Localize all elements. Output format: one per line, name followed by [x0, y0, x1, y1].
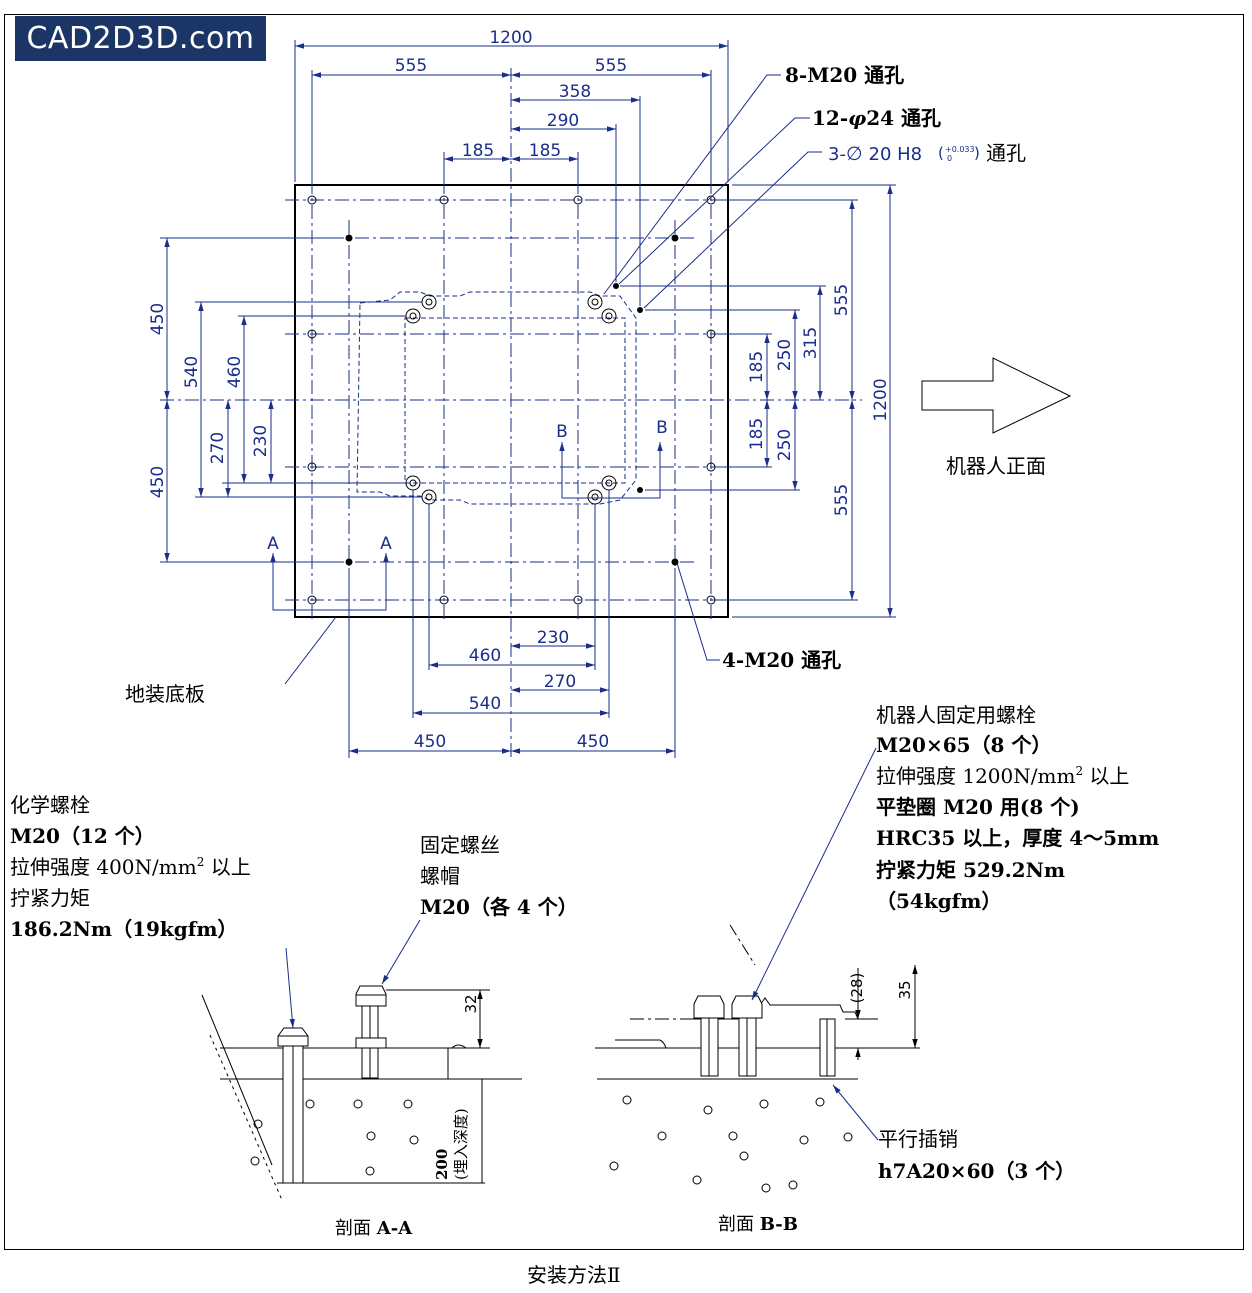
section-a-label-right: A	[380, 534, 392, 554]
drawing-frame	[4, 14, 1244, 1250]
dim-540-bottom: 540	[469, 694, 501, 714]
bolt-grid-lines	[285, 180, 735, 620]
section-a-a: 32 200 (埋入深度) 剖面 A-A	[201, 919, 522, 1239]
dim-185-right-top: 185	[747, 351, 767, 383]
h8-tol-lower: 0	[947, 154, 952, 163]
callout-8-m20-text: 8-M20 通孔	[785, 63, 904, 87]
robot-bolt-hardness: HRC35 以上，厚度 4～5mm	[876, 826, 1159, 850]
dim-555-right-top: 555	[832, 284, 852, 316]
chem-bolt-strength: 拉伸强度 400N/mm2 以上	[10, 855, 251, 879]
figure-caption: 安装方法Ⅱ	[527, 1263, 621, 1287]
anchor-holes	[307, 195, 716, 605]
chem-bolt-torque: 186.2Nm（19kgfm）	[10, 917, 238, 941]
robot-bolt-title: 机器人固定用螺栓	[876, 703, 1036, 727]
dim-460-bottom: 460	[469, 646, 501, 666]
dim-450-left-bottom: 450	[148, 466, 168, 498]
robot-bolt-torque-kgfm: （54kgfm）	[876, 889, 1001, 913]
concrete-aggregate-a	[250, 1099, 419, 1176]
robot-base-outline	[356, 291, 637, 505]
chem-bolt-note: 化学螺栓 M20（12 个） 拉伸强度 400N/mm2 以上 拧紧力矩 186…	[10, 793, 251, 941]
section-marker-a: A A	[267, 534, 392, 611]
chem-bolt-size: M20（12 个）	[10, 824, 155, 848]
callout-8-m20: 8-M20 通孔	[603, 63, 904, 295]
pin-title: 平行插销	[878, 1127, 958, 1151]
fix-screw-note: 固定螺丝 螺帽 M20（各 4 个）	[420, 833, 578, 919]
robot-bolt-note: 机器人固定用螺栓 M20×65（8 个） 拉伸强度 1200N/mm2 以上 平…	[876, 703, 1159, 913]
callout-base-plate: 地装底板	[125, 616, 337, 706]
dim-185-top-right: 185	[529, 141, 561, 161]
dim-450-bottom-left: 450	[414, 732, 446, 752]
robot-bolt-torque: 拧紧力矩 529.2Nm	[876, 858, 1065, 882]
dim-270-left: 270	[208, 432, 228, 464]
robot-bolt-strength: 拉伸强度 1200N/mm2 以上	[876, 764, 1129, 788]
dim-1200-top: 1200	[489, 28, 532, 48]
callout-4-m20-text: 4-M20 通孔	[722, 648, 841, 672]
section-b-label-left: B	[556, 422, 568, 442]
dim-290: 290	[547, 111, 579, 131]
top-dimensions: 1200 555 555 358 290 185 185	[294, 28, 729, 306]
robot-mount-holes	[405, 283, 643, 505]
section-marker-b: B B	[556, 418, 668, 499]
fix-screw-size: M20（各 4 个）	[420, 895, 578, 919]
dim-embed-depth: (埋入深度)	[452, 1108, 470, 1180]
chem-bolt-torque-label: 拧紧力矩	[10, 886, 90, 910]
robot-front-label: 机器人正面	[946, 454, 1046, 478]
callout-3-h8-text: 3-∅20 H8	[828, 143, 922, 165]
dim-315-right: 315	[801, 327, 821, 359]
concrete-aggregate-b	[609, 1095, 853, 1193]
section-b-b: (28) 35 剖面 B-B	[595, 747, 920, 1235]
dim-185-right-bottom: 185	[747, 418, 767, 450]
robot-bolt-size: M20×65（8 个）	[876, 733, 1051, 757]
dim-460-left: 460	[225, 356, 245, 388]
dim-1200-right: 1200	[871, 378, 891, 421]
dim-250-right-top: 250	[775, 339, 795, 371]
dim-35: 35	[896, 980, 914, 999]
callout-3-h8: 3-∅20 H8 ( +0.033 0 ) 通孔	[643, 141, 1026, 309]
callout-12-phi24: 12-φ24 通孔	[618, 106, 941, 285]
robot-bolt-washer: 平垫圈 M20 用(8 个)	[876, 795, 1080, 819]
section-a-title: 剖面 A-A	[335, 1218, 413, 1239]
robot-front-arrow: 机器人正面	[921, 357, 1072, 478]
right-dimensions: 555 555 315 250 250 185 185 1200	[620, 184, 896, 618]
svg-text:(: (	[938, 144, 944, 162]
base-plate-outline	[294, 184, 729, 618]
bottom-dimensions: 230 460 270 540 450 450	[348, 490, 676, 758]
h8-suffix: 通孔	[986, 141, 1026, 165]
dim-555-right-bottom: 555	[832, 484, 852, 516]
fix-screw-title: 固定螺丝	[420, 833, 500, 857]
dim-230-bottom: 230	[537, 628, 569, 648]
callout-12-phi24-text: 12-φ24 通孔	[812, 106, 941, 130]
h8-tol-upper: +0.033	[945, 145, 975, 154]
callout-4-m20: 4-M20 通孔	[676, 562, 841, 672]
dim-250-right-bottom: 250	[775, 429, 795, 461]
dim-230-left: 230	[251, 425, 271, 457]
dim-450-bottom-right: 450	[577, 732, 609, 752]
section-b-title: 剖面 B-B	[718, 1214, 798, 1235]
left-dimensions: 450 450 540 270 460 230	[148, 237, 422, 563]
dim-185-top-left: 185	[462, 141, 494, 161]
dim-28: (28)	[848, 973, 866, 1004]
dim-540-left: 540	[182, 356, 202, 388]
dim-270-bottom: 270	[544, 672, 576, 692]
section-a-label-left: A	[267, 534, 279, 554]
dim-32: 32	[462, 994, 480, 1013]
pin-size: h7A20×60（3 个）	[878, 1159, 1075, 1183]
chem-bolt-title: 化学螺栓	[10, 793, 90, 817]
base-plate-label: 地装底板	[125, 682, 205, 706]
dim-200: 200	[433, 1149, 451, 1180]
dim-555-top-right: 555	[595, 56, 627, 76]
pin-note: 平行插销 h7A20×60（3 个）	[878, 1127, 1075, 1183]
dim-358: 358	[559, 82, 591, 102]
dim-555-top-left: 555	[395, 56, 427, 76]
svg-text:): )	[974, 144, 980, 162]
robot-base-inner-outline	[404, 317, 626, 484]
site-logo: CAD2D3D.com	[15, 16, 266, 61]
plan-view: 1200 555 555 358 290 185 185	[125, 28, 1072, 760]
section-b-label-right: B	[656, 418, 668, 438]
fix-screw-nut: 螺帽	[420, 864, 460, 888]
dim-450-left-top: 450	[148, 303, 168, 335]
